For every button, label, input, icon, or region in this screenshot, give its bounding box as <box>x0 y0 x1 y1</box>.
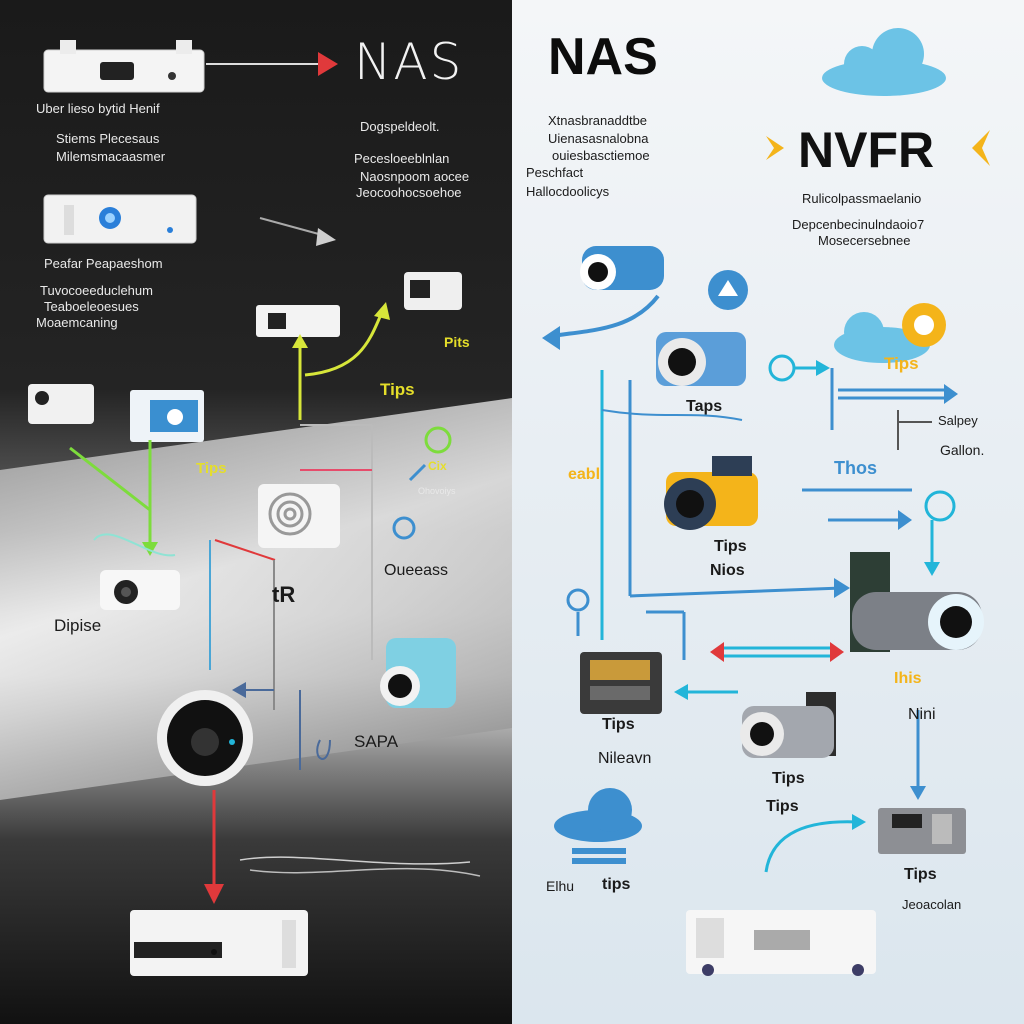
gray-camera <box>740 692 836 758</box>
right-label-t8: Tips <box>772 770 805 787</box>
right-panel: NAS NVFR Xtnasbranaddtbe Uienasasnalobna… <box>512 0 1024 1024</box>
right-title: NAS <box>548 28 658 86</box>
right-label-t3: Thos <box>834 458 877 478</box>
left-label-d5: Ohovoiys <box>418 486 456 496</box>
right-label-s3: eabl <box>568 466 601 483</box>
yellow-camera <box>664 456 758 530</box>
left-label-d4: Cix <box>428 459 447 473</box>
right-label-t10: tips <box>602 876 631 893</box>
right-label-r8: Mosecersebnee <box>818 233 911 248</box>
dome-camera <box>157 690 253 786</box>
right-label-s5: Ihis <box>894 670 922 687</box>
left-title: NAS <box>354 33 464 91</box>
right-label-s4: Jeoacolan <box>902 897 962 912</box>
nas-top-device <box>43 40 205 93</box>
left-label-e2: tR <box>272 582 296 607</box>
server-rack <box>878 808 966 854</box>
left-panel: NAS Uber lieso bytid Henif Stiems Pleces… <box>0 0 512 1024</box>
right-label-s2: Gallon. <box>940 442 985 458</box>
server-card <box>130 390 204 442</box>
right-label-r1: Xtnasbranaddtbe <box>548 113 648 128</box>
right-label-t1: Tips <box>884 354 919 373</box>
cloud-bottom-icon <box>554 788 642 864</box>
right-label-t11: Tips <box>904 866 937 883</box>
left-label-d1: Pits <box>444 334 470 350</box>
left-label-c1: Peafar Peapaeshom <box>44 256 163 271</box>
arrow-circle-icon <box>708 270 748 310</box>
right-label-r5: Hallocdoolicys <box>526 184 610 199</box>
right-label-t5: Nios <box>710 562 745 579</box>
right-label-t12: Nini <box>908 706 936 723</box>
right-label-r3: ouiesbasctiemoe <box>552 148 650 163</box>
right-diagram-lines <box>542 28 990 976</box>
fingerprint-device <box>258 484 340 548</box>
cyan-camera <box>380 638 456 708</box>
cloud-top-icon <box>822 28 946 96</box>
bullet-camera-2 <box>656 332 746 386</box>
camera-box-1 <box>28 384 94 424</box>
left-label-c3: Teaboeleoesues <box>44 299 139 314</box>
left-label-e4: SAPA <box>354 732 399 751</box>
right-label-t7: Nileavn <box>598 750 652 767</box>
left-label-a3: Milemsmacaasmer <box>56 149 166 164</box>
projector-device <box>404 272 462 310</box>
left-label-d2: Tips <box>380 380 415 399</box>
right-label-s1: Salpey <box>938 413 978 428</box>
right-label-t6: Tips <box>602 716 635 733</box>
dvr-box <box>580 652 662 714</box>
right-label-r2: Uienasasnalobna <box>548 131 649 146</box>
small-box-device <box>256 305 340 337</box>
nas-bottom-device <box>130 910 308 976</box>
small-cam <box>100 570 180 610</box>
left-label-c2: Tuvocoeeduclehum <box>40 283 153 298</box>
right-label-r6: Rulicolpassmaelanio <box>802 191 922 206</box>
cloud-tips-icon <box>834 303 946 363</box>
right-label-r7: Depcenbecinulndaoio7 <box>792 217 925 232</box>
left-label-d3: Tips <box>196 460 227 477</box>
left-label-b4: Jeocoohocsoehoe <box>356 185 462 200</box>
left-label-b3: Naosnpoom aocee <box>360 169 470 184</box>
left-label-b1: Dogspeldeolt. <box>360 119 440 134</box>
right-label-t9: Tips <box>766 798 799 815</box>
right-label-t2: Taps <box>686 398 723 415</box>
right-label-s6: Elhu <box>546 878 575 894</box>
left-label-a2: Stiems Plecesaus <box>56 131 160 146</box>
left-label-b2: Pecesloeeblnlan <box>354 151 450 166</box>
nas-second-device <box>43 194 197 244</box>
left-diagram-lines <box>28 40 481 976</box>
left-label-a1: Uber lieso bytid Henif <box>36 101 160 116</box>
left-label-e1: Dipise <box>54 616 102 635</box>
nvr-box <box>686 910 876 976</box>
left-label-e3: Oueeass <box>384 562 449 579</box>
left-label-c4: Moaemcaning <box>36 315 118 330</box>
large-camera <box>850 552 984 652</box>
bullet-camera-1 <box>580 246 664 290</box>
right-label-r4: Peschfact <box>526 165 584 180</box>
right-nvr-title: NVFR <box>798 122 935 178</box>
right-label-t4: Tips <box>714 538 747 555</box>
